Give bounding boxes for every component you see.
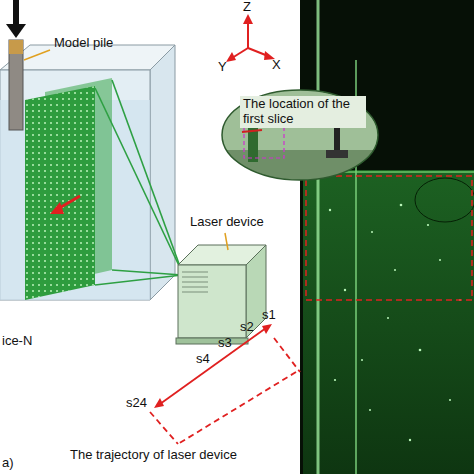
slice-note: The location of the first slice bbox=[240, 96, 366, 128]
particle-grid bbox=[25, 86, 95, 300]
inset-frame bbox=[222, 90, 378, 180]
trajectory-arrowhead bbox=[154, 398, 164, 408]
laser-front bbox=[178, 265, 246, 338]
highlight-ring bbox=[415, 178, 474, 222]
laser-base bbox=[176, 338, 248, 344]
leader-line bbox=[24, 50, 50, 60]
panel-label: a) bbox=[2, 456, 14, 471]
part-label: Model pile bbox=[54, 36, 113, 51]
axis-label: Y bbox=[218, 60, 227, 75]
axis-arrowhead bbox=[226, 52, 236, 62]
trajectory-arrowhead bbox=[262, 324, 272, 334]
tank-edge bbox=[317, 0, 320, 474]
position-label: s3 bbox=[218, 336, 232, 351]
tank-side bbox=[150, 45, 175, 300]
particles bbox=[329, 204, 461, 441]
load-arrowhead bbox=[6, 24, 26, 38]
direction-arrowhead bbox=[50, 202, 64, 214]
slice-label: ice-N bbox=[2, 334, 32, 349]
axes bbox=[232, 22, 268, 58]
axis-label: X bbox=[272, 58, 281, 73]
part-label: Laser device bbox=[190, 215, 264, 230]
laser-glow bbox=[303, 170, 474, 474]
position-label: s1 bbox=[262, 308, 276, 323]
leader-line bbox=[225, 233, 228, 250]
model-pile bbox=[9, 40, 23, 130]
trajectory-label: The trajectory of laser device bbox=[70, 448, 237, 463]
position-label: s4 bbox=[196, 352, 210, 367]
region-box bbox=[306, 176, 472, 300]
inset-photo bbox=[220, 88, 380, 185]
load-arrow bbox=[13, 0, 19, 26]
position-label: s24 bbox=[126, 396, 147, 411]
axis-arrowhead bbox=[243, 14, 253, 24]
laser-rays bbox=[95, 80, 182, 285]
laser-vents bbox=[182, 272, 208, 292]
pile-cap bbox=[9, 40, 23, 54]
trajectory bbox=[150, 328, 300, 444]
laser-sheet bbox=[25, 86, 95, 300]
photo-ground bbox=[300, 0, 474, 474]
position-label: s2 bbox=[240, 320, 254, 335]
axis-label: Z bbox=[243, 0, 251, 15]
